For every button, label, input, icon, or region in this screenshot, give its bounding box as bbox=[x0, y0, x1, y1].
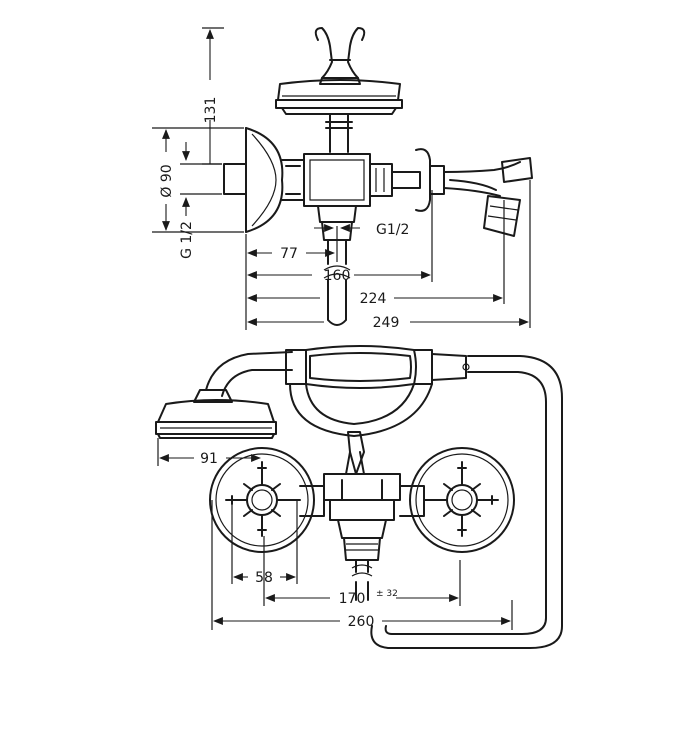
dim-249-label: 249 bbox=[373, 315, 400, 331]
dim-91-label: 91 bbox=[200, 451, 218, 467]
cradle-front bbox=[289, 383, 433, 475]
side-view: 131 Ø 90 G 1/2 G1/2 77 160 224 249 bbox=[152, 27, 533, 331]
dim-260-label: 260 bbox=[348, 614, 375, 630]
mixer-body-side bbox=[281, 153, 393, 326]
shower-head-side bbox=[275, 27, 403, 153]
dim-g12-left-label: G 1/2 bbox=[179, 221, 195, 259]
dim-224-label: 224 bbox=[360, 291, 387, 307]
front-dims bbox=[157, 438, 513, 630]
shower-head-front bbox=[155, 389, 277, 439]
dim-diameter-90-label: Ø 90 bbox=[159, 164, 175, 197]
front-view: 91 58 170 ± 32 260 bbox=[155, 345, 563, 649]
handle-and-spout-side bbox=[391, 148, 533, 237]
side-vertical-dims bbox=[152, 27, 244, 233]
dim-170-tolerance: ± 32 bbox=[376, 589, 398, 599]
mixer-body-front bbox=[299, 473, 425, 601]
left-wall-flange bbox=[209, 447, 315, 553]
dim-g12-right-label: G1/2 bbox=[376, 222, 409, 238]
wall-flange bbox=[223, 127, 284, 233]
shower-hose-front bbox=[205, 351, 563, 649]
right-wall-flange bbox=[409, 447, 515, 553]
side-horizontal-dims bbox=[245, 180, 531, 330]
dim-170-label: 170 bbox=[339, 591, 366, 607]
dim-77-label: 77 bbox=[280, 246, 298, 262]
dim-131-label: 131 bbox=[203, 97, 219, 124]
dim-160-label: 160 bbox=[324, 268, 351, 284]
handset-front bbox=[285, 345, 470, 389]
dim-58-label: 58 bbox=[255, 570, 273, 586]
